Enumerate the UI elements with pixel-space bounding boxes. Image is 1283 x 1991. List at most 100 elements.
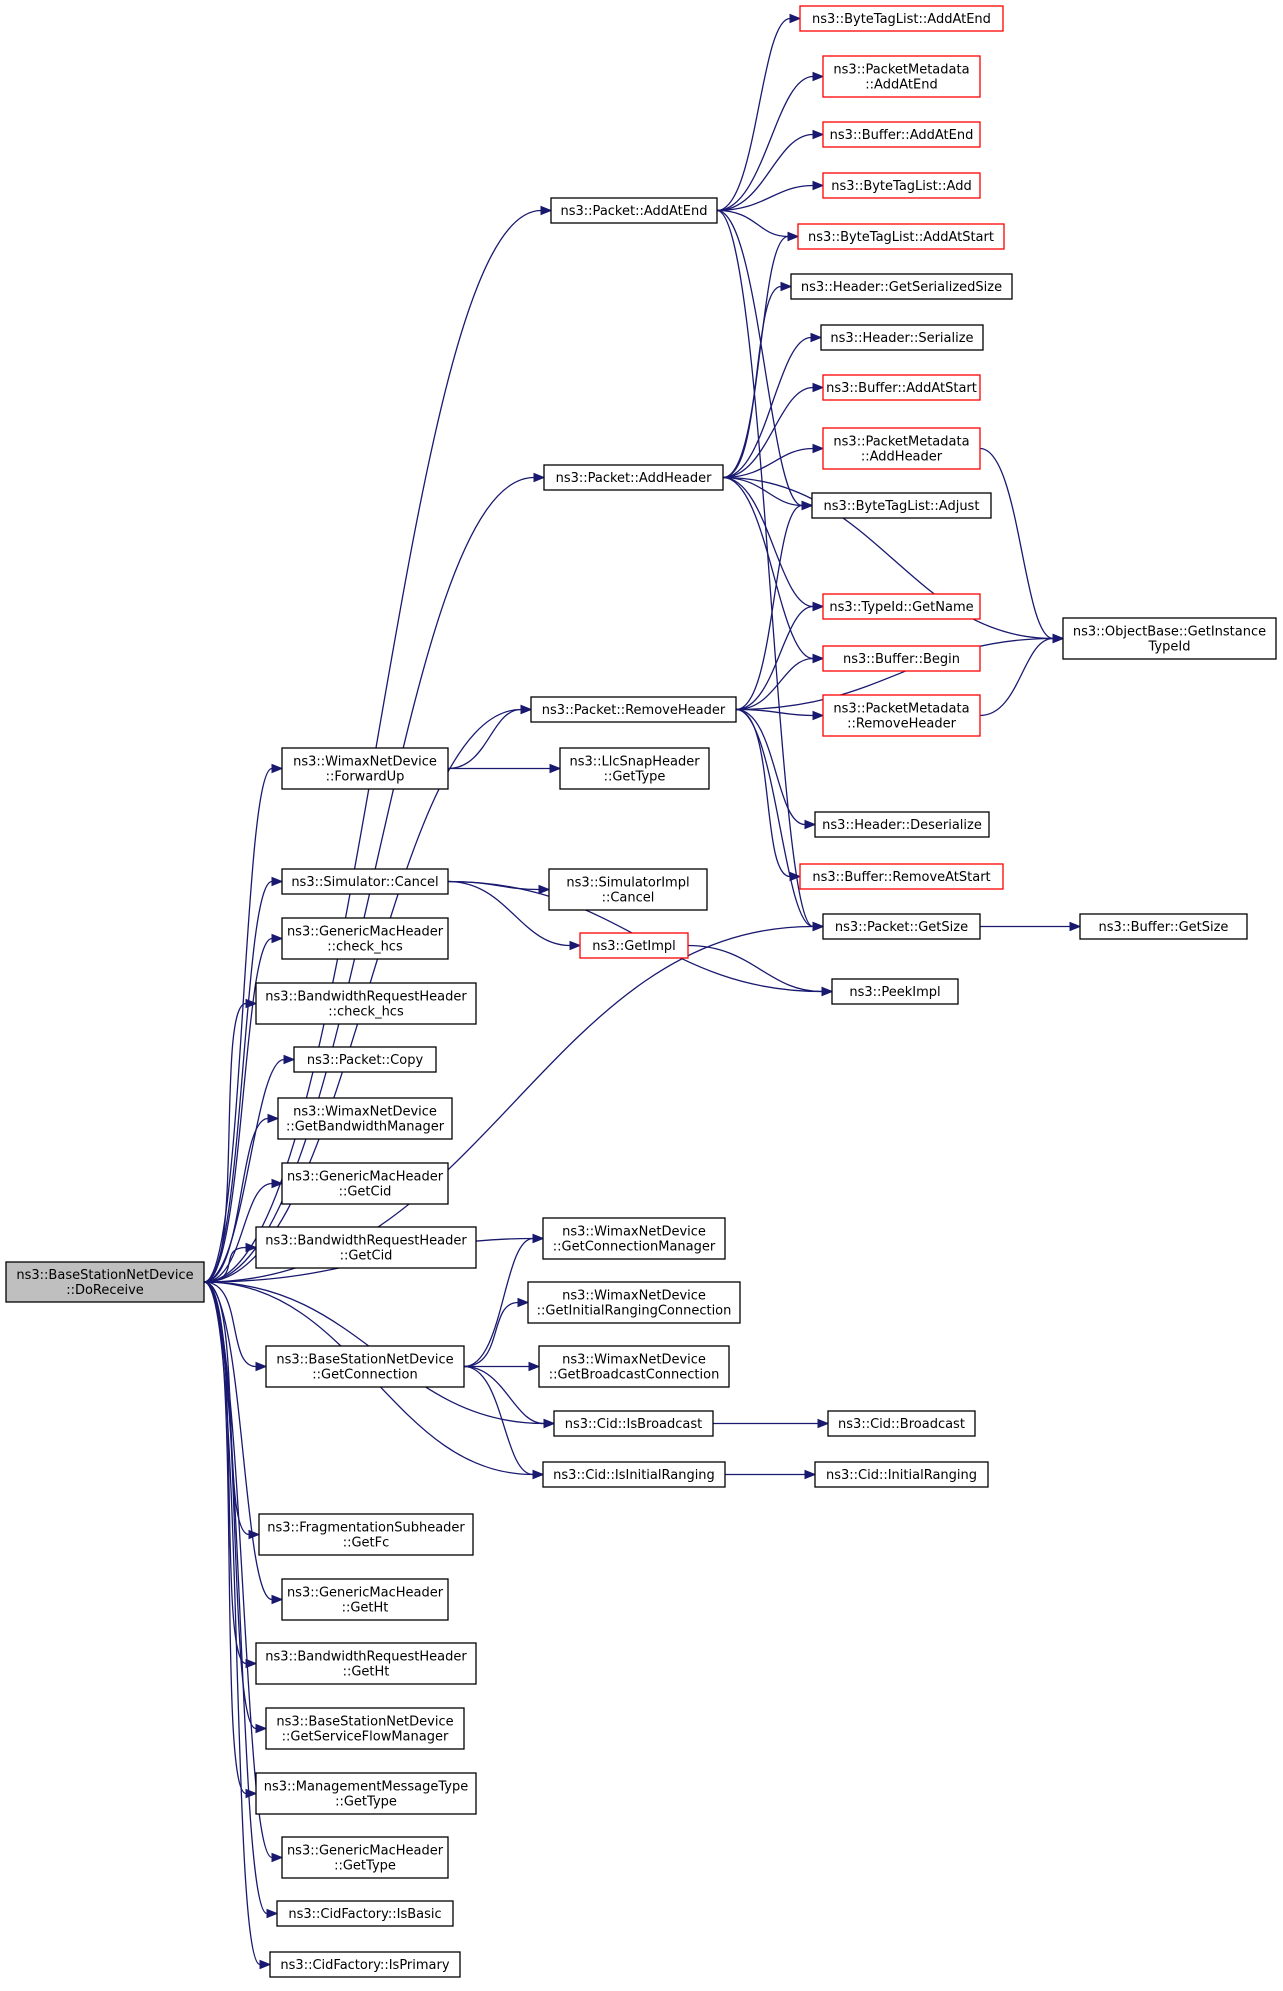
node-root[interactable]: ns3::BaseStationNetDevice::DoReceive <box>5 1261 205 1303</box>
node-label: ::GetType <box>604 770 666 785</box>
node-label: ns3::CidFactory::IsPrimary <box>280 1958 449 1973</box>
node-buf_removeatstart[interactable]: ns3::Buffer::RemoveAtStart <box>799 863 1004 890</box>
node-box <box>255 1642 477 1685</box>
edge-line <box>716 75 814 212</box>
node-cid_isbcast[interactable]: ns3::Cid::IsBroadcast <box>553 1410 714 1437</box>
node-buf_addatstart[interactable]: ns3::Buffer::AddAtStart <box>822 374 981 401</box>
node-cidf_isbasic[interactable]: ns3::CidFactory::IsBasic <box>276 1900 454 1927</box>
node-btl_adjust[interactable]: ns3::ByteTagList::Adjust <box>811 492 992 519</box>
node-label: ::GetCid <box>340 1249 393 1264</box>
node-label: ::GetHt <box>343 1665 390 1680</box>
node-typeid_getname[interactable]: ns3::TypeId::GetName <box>822 593 981 620</box>
node-wnd_forwardup[interactable]: ns3::WimaxNetDevice::ForwardUp <box>281 747 449 790</box>
node-label: ns3::WimaxNetDevice <box>562 1225 706 1240</box>
arrow-head-icon <box>780 281 793 292</box>
node-brh_getht[interactable]: ns3::BandwidthRequestHeader::GetHt <box>255 1642 477 1685</box>
arrow-head-icon <box>569 940 582 951</box>
node-label: ns3::Buffer::RemoveAtStart <box>812 870 990 885</box>
node-label: ns3::Cid::IsInitialRanging <box>553 1468 715 1483</box>
node-label: ::DoReceive <box>66 1283 144 1298</box>
node-gmh_checkhcs[interactable]: ns3::GenericMacHeader::check_hcs <box>281 917 449 960</box>
edge-line <box>203 1281 261 1966</box>
arrow-head-icon <box>817 1418 830 1429</box>
node-box <box>542 1217 726 1260</box>
node-buf_addatend[interactable]: ns3::Buffer::AddAtEnd <box>822 121 981 148</box>
node-wnd_getbwmgr[interactable]: ns3::WimaxNetDevice::GetBandwidthManager <box>277 1097 453 1140</box>
node-label: ns3::PacketMetadata <box>833 63 969 78</box>
arrow-head-icon <box>532 1469 545 1480</box>
node-mmt_gettype[interactable]: ns3::ManagementMessageType::GetType <box>255 1772 477 1815</box>
node-label: ns3::ObjectBase::GetInstance <box>1073 625 1266 640</box>
node-buf_begin[interactable]: ns3::Buffer::Begin <box>822 645 981 672</box>
node-p_addheader[interactable]: ns3::Packet::AddHeader <box>543 464 724 491</box>
edge-bsnd_getconn-to-wnd_getbcast <box>463 1361 541 1372</box>
edge-line <box>722 476 814 608</box>
arrow-head-icon <box>248 1529 261 1540</box>
node-wnd_getbcast[interactable]: ns3::WimaxNetDevice::GetBroadcastConnect… <box>538 1345 730 1388</box>
edge-line <box>203 1281 273 1859</box>
node-brh_checkhcs[interactable]: ns3::BandwidthRequestHeader::check_hcs <box>255 982 477 1025</box>
node-getimpl[interactable]: ns3::GetImpl <box>579 932 689 959</box>
edge-bsnd_getconn-to-wnd_getconnmgr <box>463 1233 545 1368</box>
node-cidf_isprimary[interactable]: ns3::CidFactory::IsPrimary <box>269 1951 461 1978</box>
node-frag_getfc[interactable]: ns3::FragmentationSubheader::GetFc <box>258 1513 474 1556</box>
node-box <box>542 1461 726 1488</box>
node-brh_getcid[interactable]: ns3::BandwidthRequestHeader::GetCid <box>255 1226 477 1269</box>
edge-cid_isbcast-to-cid_bcast <box>713 1418 830 1429</box>
node-llc_gettype[interactable]: ns3::LlcSnapHeader::GetType <box>559 747 710 790</box>
node-simimpl_cancel[interactable]: ns3::SimulatorImpl::Cancel <box>548 868 708 911</box>
edge-line <box>687 944 823 993</box>
edge-line <box>979 637 1054 717</box>
arrow-head-icon <box>812 382 825 393</box>
node-label: ::GetBroadcastConnection <box>549 1368 720 1383</box>
arrow-head-icon <box>801 500 814 511</box>
node-p_removeheader[interactable]: ns3::Packet::RemoveHeader <box>530 696 737 723</box>
node-hdr_getsersize[interactable]: ns3::Header::GetSerializedSize <box>790 273 1013 300</box>
node-p_copy[interactable]: ns3::Packet::Copy <box>293 1046 437 1073</box>
arrow-head-icon <box>245 998 258 1009</box>
node-cid_bcast[interactable]: ns3::Cid::Broadcast <box>827 1410 976 1437</box>
node-gmh_gettype[interactable]: ns3::GenericMacHeader::GetType <box>281 1836 449 1879</box>
node-btl_addatstart[interactable]: ns3::ByteTagList::AddAtStart <box>797 223 1005 250</box>
edge-line <box>722 386 814 479</box>
node-btl_add[interactable]: ns3::ByteTagList::Add <box>822 172 981 199</box>
node-label: ns3::BaseStationNetDevice <box>276 1715 453 1730</box>
node-cid_isinitrng[interactable]: ns3::Cid::IsInitialRanging <box>542 1461 726 1488</box>
arrow-head-icon <box>812 71 825 82</box>
node-wnd_getconnmgr[interactable]: ns3::WimaxNetDevice::GetConnectionManage… <box>542 1217 726 1260</box>
arrow-head-icon <box>245 1658 258 1669</box>
edge-root-to-brh_checkhcs <box>203 998 258 1283</box>
edge-pm_removeheader-to-objbase_gitid <box>979 633 1065 717</box>
edge-line <box>203 209 542 1283</box>
node-bsnd_getconn[interactable]: ns3::BaseStationNetDevice::GetConnection <box>265 1345 465 1388</box>
edge-sim_cancel-to-getimpl <box>447 880 582 951</box>
node-box <box>822 172 981 199</box>
node-buf_getsize[interactable]: ns3::Buffer::GetSize <box>1079 913 1248 940</box>
node-sim_cancel[interactable]: ns3::Simulator::Cancel <box>281 868 449 895</box>
arrow-head-icon <box>245 1788 258 1799</box>
node-gmh_getht[interactable]: ns3::GenericMacHeader::GetHt <box>281 1578 449 1621</box>
node-hdr_deserialize[interactable]: ns3::Header::Deserialize <box>814 811 990 838</box>
node-pm_removeheader[interactable]: ns3::PacketMetadata::RemoveHeader <box>822 694 981 737</box>
arrow-head-icon <box>245 1242 258 1253</box>
node-p_addatend[interactable]: ns3::Packet::AddAtEnd <box>550 197 718 224</box>
node-label: ns3::BandwidthRequestHeader <box>265 1650 467 1665</box>
node-label: ns3::Cid::InitialRanging <box>826 1468 977 1483</box>
node-cid_initrng[interactable]: ns3::Cid::InitialRanging <box>814 1461 989 1488</box>
edge-p_getsize-to-buf_getsize <box>980 921 1082 932</box>
node-label: ::RemoveHeader <box>847 717 957 732</box>
node-pm_addheader[interactable]: ns3::PacketMetadata::AddHeader <box>822 427 981 470</box>
node-hdr_serialize[interactable]: ns3::Header::Serialize <box>820 324 984 351</box>
node-gmh_getcid[interactable]: ns3::GenericMacHeader::GetCid <box>281 1162 449 1205</box>
node-peekimpl[interactable]: ns3::PeekImpl <box>831 978 959 1005</box>
node-btl_addatend[interactable]: ns3::ByteTagList::AddAtEnd <box>799 5 1004 32</box>
node-bsnd_getsfm[interactable]: ns3::BaseStationNetDevice::GetServiceFlo… <box>265 1707 465 1750</box>
node-label: ns3::ByteTagList::Add <box>831 179 971 194</box>
node-pm_addatend[interactable]: ns3::PacketMetadata::AddAtEnd <box>822 55 981 98</box>
node-wnd_getinitrng[interactable]: ns3::WimaxNetDevice::GetInitialRangingCo… <box>527 1281 741 1324</box>
node-box <box>269 1951 461 1978</box>
node-label: ns3::SimulatorImpl <box>566 876 689 891</box>
node-p_getsize[interactable]: ns3::Packet::GetSize <box>822 913 981 940</box>
